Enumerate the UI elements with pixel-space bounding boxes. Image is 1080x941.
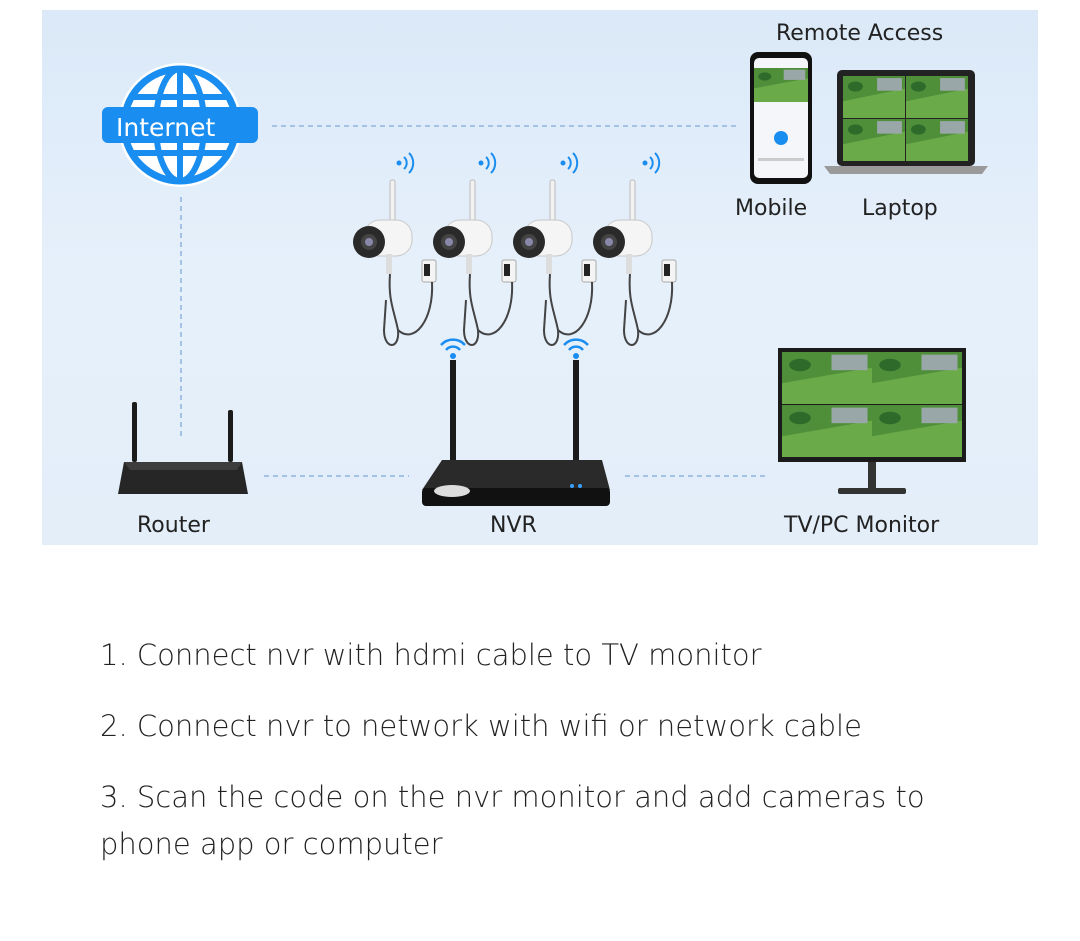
camera-signal-icons	[395, 152, 661, 174]
laptop-device	[824, 70, 988, 174]
step-2: 2. Connect nvr to network with wifi or n…	[100, 709, 862, 743]
step-1: 1. Connect nvr with hdmi cable to TV mon…	[100, 638, 762, 672]
remote-access-label: Remote Access	[776, 21, 944, 46]
connection-lines	[180, 125, 769, 477]
wifi-camera-1	[352, 179, 437, 346]
laptop-label: Laptop	[862, 196, 938, 221]
internet-globe-icon	[102, 63, 258, 187]
internet-label: Internet	[116, 113, 216, 142]
mobile-label: Mobile	[735, 196, 808, 221]
diagram-graphics	[102, 52, 988, 506]
router-label: Router	[137, 513, 210, 538]
router-device	[118, 402, 248, 494]
setup-steps: 1. Connect nvr with hdmi cable to TV mon…	[100, 632, 1000, 892]
nvr-label: NVR	[490, 513, 537, 538]
wifi-camera-2	[432, 179, 517, 346]
wifi-camera-4	[592, 179, 677, 346]
step-3: 3. Scan the code on the nvr monitor and …	[100, 780, 925, 861]
mobile-device	[750, 52, 812, 184]
tv-monitor-device	[778, 348, 966, 494]
nvr-device	[422, 338, 610, 506]
wifi-camera-3	[512, 179, 597, 346]
monitor-label: TV/PC Monitor	[784, 513, 940, 538]
network-diagram: Internet Remote Access Mobile Laptop Rou…	[42, 10, 1038, 545]
